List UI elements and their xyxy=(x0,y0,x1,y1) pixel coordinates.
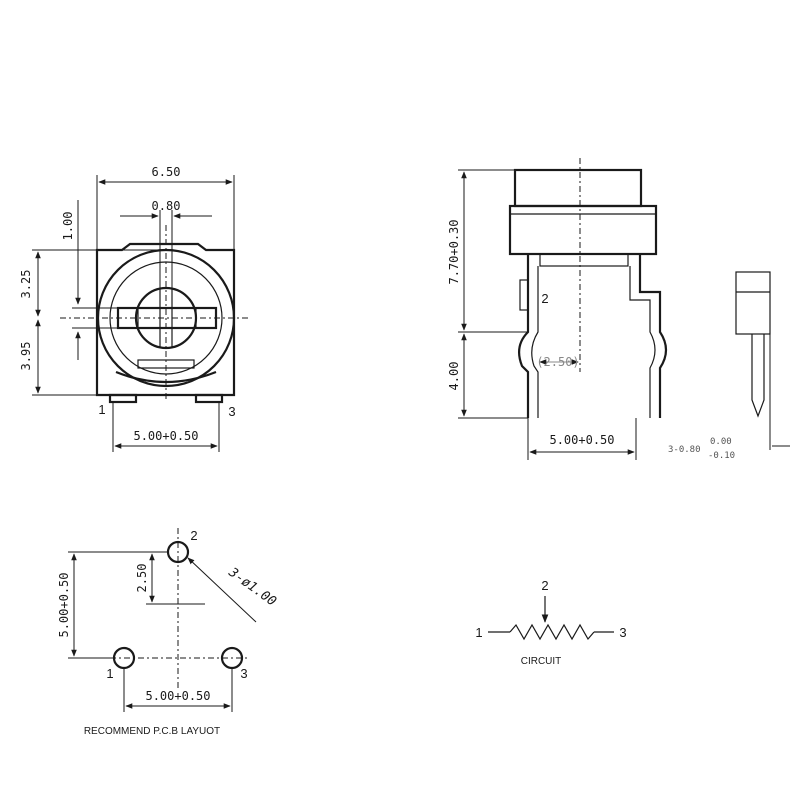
side-leg-right xyxy=(638,254,668,418)
side-body xyxy=(508,204,658,256)
circuit-pin-1: 1 xyxy=(475,625,482,640)
front-upper-dim: 3.25 xyxy=(19,270,33,299)
pcb-horizontal-pitch-dim: 5.00+0.50 xyxy=(145,689,210,703)
circuit-caption: CIRCUIT xyxy=(521,656,562,667)
pin-tol-plus: 0.00 xyxy=(710,437,732,447)
side-knob xyxy=(513,168,643,208)
pcb-offset-dim: 2.50 xyxy=(135,564,149,593)
side-height-dim: 7.70+0.30 xyxy=(447,219,461,284)
pcb-layout: 5.00+0.50 2.50 3-ø1.00 5.00+0.50 1 2 3 R… xyxy=(57,528,279,737)
side-pin-label-2: 2 xyxy=(541,291,548,306)
side-leg-dim: 4.00 xyxy=(447,362,461,391)
side-wiper-bar xyxy=(539,253,629,267)
circuit-schematic: 1 2 3 CIRCUIT xyxy=(475,578,626,667)
front-pitch-dim: 5.00+0.50 xyxy=(133,429,198,443)
pin-detail-body xyxy=(735,271,771,335)
front-pin-1 xyxy=(108,393,138,404)
front-body-outline xyxy=(95,242,236,397)
pcb-pin-label-2: 2 xyxy=(190,528,197,543)
front-view: 6.50 0.80 3.25 3.95 1.00 5.00+0.50 1 3 xyxy=(19,165,250,452)
resistor-zigzag xyxy=(509,623,595,641)
front-lower-dim: 3.95 xyxy=(19,342,33,371)
pin-detail-leg xyxy=(751,334,765,418)
front-pin-label-1: 1 xyxy=(98,402,105,417)
pcb-pin-label-1: 1 xyxy=(106,666,113,681)
front-slot-dim: 0.80 xyxy=(152,199,181,213)
side-leg-left xyxy=(517,254,530,418)
circuit-pin-2: 2 xyxy=(541,578,548,593)
circuit-pin-3: 3 xyxy=(619,625,626,640)
front-top-dim: 1.00 xyxy=(61,212,75,241)
pin-width-dim: 3-0.80 xyxy=(668,445,701,455)
side-offset-dim: (2.50) xyxy=(536,355,579,369)
side-pitch-dim: 5.00+0.50 xyxy=(549,433,614,447)
pin-tol-minus: -0.10 xyxy=(708,451,735,461)
front-pin-label-3: 3 xyxy=(228,404,235,419)
front-pin-3 xyxy=(194,393,224,404)
side-view: 7.70+0.30 4.00 2 (2.50) 5.00+0.50 xyxy=(447,158,668,460)
front-width-dim: 6.50 xyxy=(152,165,181,179)
pcb-vertical-pitch-dim: 5.00+0.50 xyxy=(57,572,71,637)
pcb-pin-label-3: 3 xyxy=(240,666,247,681)
pcb-hole-leader xyxy=(187,557,257,623)
pcb-caption: RECOMMEND P.C.B LAYUOT xyxy=(84,726,220,737)
pin-detail-view: 3-0.80 0.00 -0.10 xyxy=(668,271,790,461)
pcb-hole-dim: 3-ø1.00 xyxy=(225,565,279,610)
